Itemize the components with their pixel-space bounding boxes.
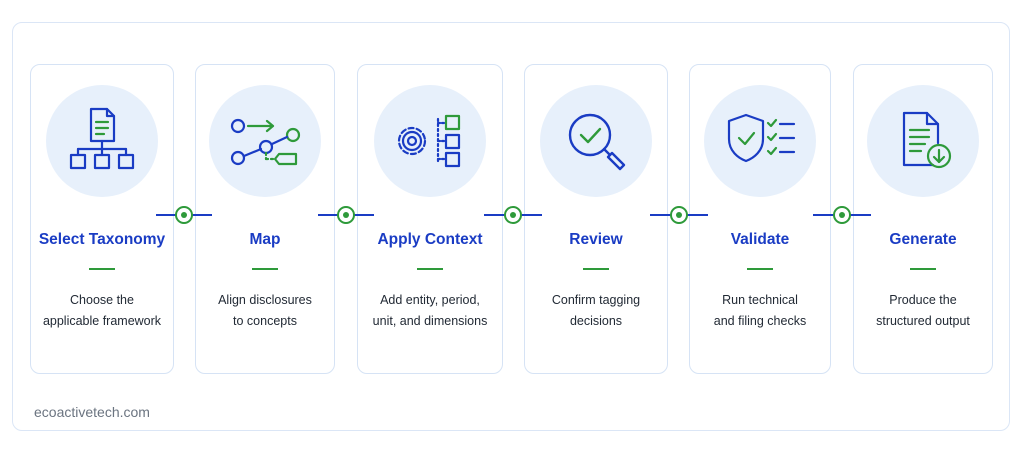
step-description-line: to concepts [233,314,297,328]
connector-node-icon [504,206,522,224]
step-connector [650,204,708,226]
magnifier-check-icon [540,85,652,197]
step-connector [813,204,871,226]
footer-website: ecoactivetech.com [34,404,150,420]
step-connector [156,204,212,226]
step-title: Review [569,231,623,248]
title-underline [89,268,115,270]
step-card-map: Map Align disclosures to concepts [195,64,335,374]
step-description-line: unit, and dimensions [372,314,488,328]
step-card-review: Review Confirm tagging decisions [524,64,668,374]
step-description: Choose the applicable framework [37,290,167,332]
connector-node-icon [833,206,851,224]
step-description-line: Align disclosures [218,293,312,307]
step-connector [484,204,542,226]
step-description-line: Confirm tagging [551,293,641,307]
step-description-line: Run technical [722,293,798,307]
shield-checklist-icon [704,85,816,197]
step-description: Add entity, period, unit, and dimensions [364,290,496,332]
step-description-line: decisions [569,314,623,328]
step-title: Select Taxonomy [38,231,166,248]
step-description-line: applicable framework [42,314,162,328]
title-underline [252,268,278,270]
step-title: Map [249,231,281,248]
title-underline [910,268,936,270]
step-description-line: Add entity, period, [380,293,480,307]
node-mapping-icon [209,85,321,197]
connector-node-icon [670,206,688,224]
step-title: Generate [889,231,957,248]
diagram-frame [12,22,1010,431]
step-description: Produce the structured output [860,290,986,332]
step-description-line: and filing checks [713,314,807,328]
document-download-icon [867,85,979,197]
step-description: Confirm tagging decisions [531,290,661,332]
step-description: Align disclosures to concepts [202,290,328,332]
step-title: Apply Context [377,231,483,248]
step-title: Validate [730,231,790,248]
step-description: Run technical and filing checks [696,290,824,332]
step-card-select-taxonomy: Select Taxonomy Choose the applicable fr… [30,64,174,374]
title-underline [417,268,443,270]
document-hierarchy-icon [46,85,158,197]
step-connector [318,204,374,226]
connector-node-icon [175,206,193,224]
step-description-line: Produce the [889,293,957,307]
step-description-line: structured output [876,314,970,328]
step-card-generate: Generate Produce the structured output [853,64,993,374]
step-card-apply-context: Apply Context Add entity, period, unit, … [357,64,503,374]
connector-node-icon [337,206,355,224]
title-underline [583,268,609,270]
step-description-line: Choose the [70,293,134,307]
step-card-validate: Validate Run technical and filing checks [689,64,831,374]
gear-checklist-icon [374,85,486,197]
title-underline [747,268,773,270]
